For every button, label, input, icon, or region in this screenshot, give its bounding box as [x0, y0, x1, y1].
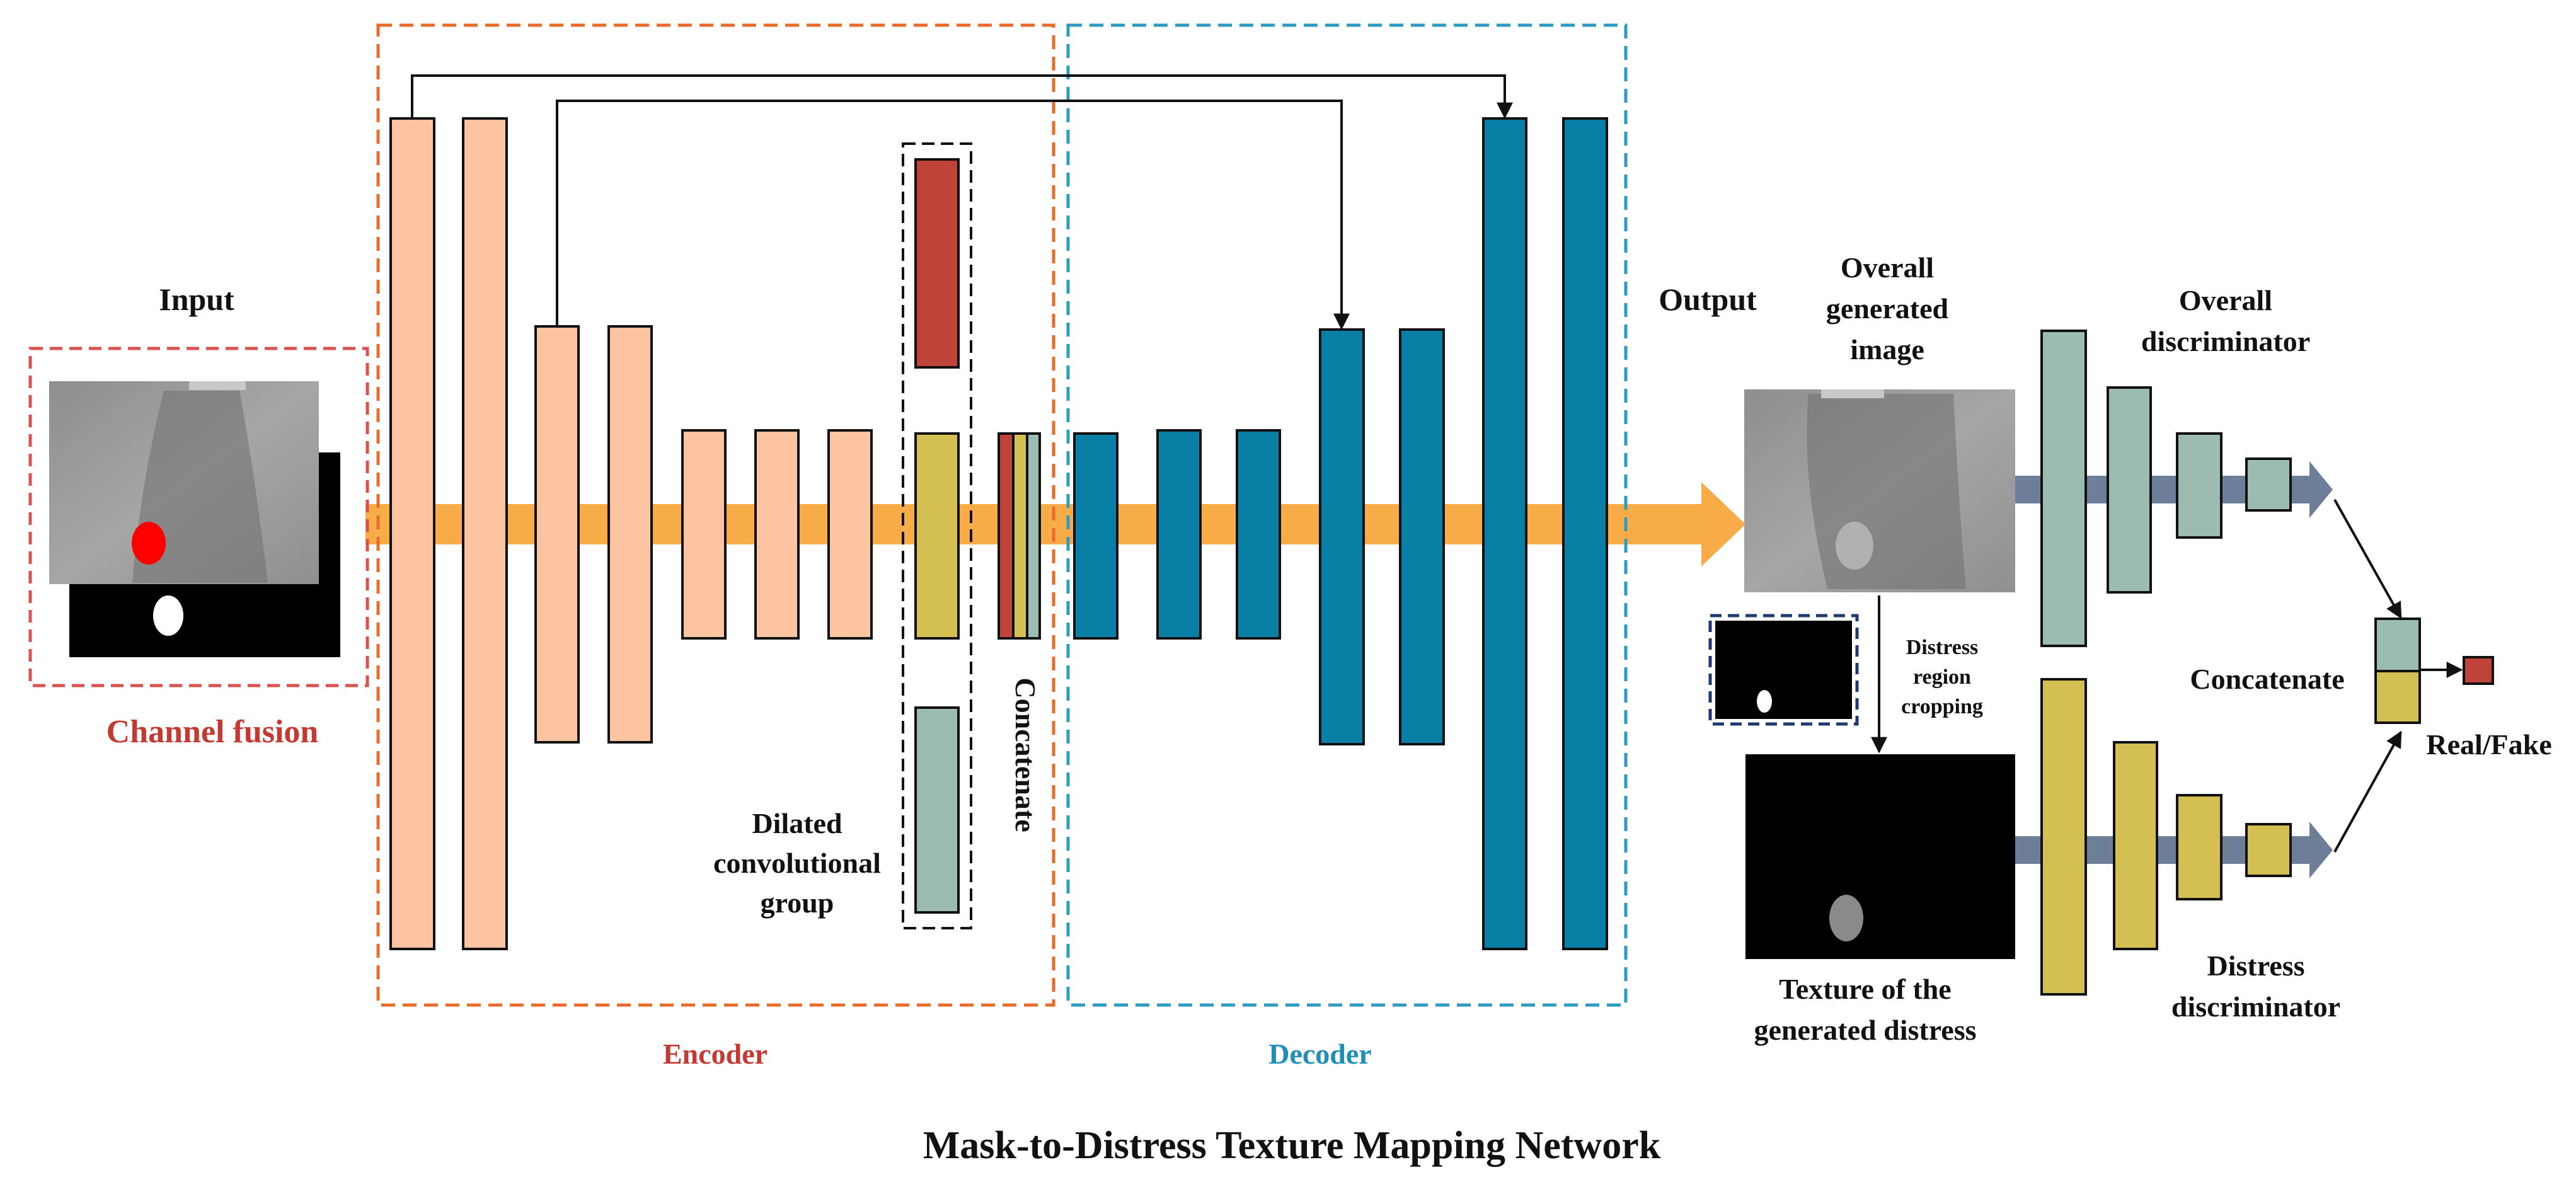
distress-crop-label-2: region — [1913, 665, 1971, 689]
output-image-distress — [1745, 754, 2015, 959]
final-concat-block — [2374, 618, 2421, 724]
output-label: Output — [1659, 282, 1757, 317]
decoder-box — [1066, 23, 1628, 1007]
input-label: Input — [159, 282, 234, 317]
real-fake-block — [2463, 656, 2494, 685]
distress-to-concat-arrow — [2333, 730, 2402, 853]
decoder-block — [1562, 117, 1608, 950]
texture-label-2: generated distress — [1754, 1014, 1976, 1046]
encoder-block — [754, 429, 800, 640]
encoder-box — [376, 23, 1055, 1007]
dilated-group-box — [902, 142, 972, 929]
dilated-group-label-3: group — [761, 887, 834, 919]
output-image-overall — [1744, 389, 2015, 592]
concatenate-label: Concatenate — [2190, 663, 2344, 695]
real-fake-label: Real/Fake — [2426, 728, 2551, 761]
distress-crop-label-1: Distress — [1906, 636, 1979, 659]
overall-generated-label-1: Overall — [1841, 251, 1934, 284]
encoder-block — [607, 325, 653, 744]
input-distress-blob — [132, 522, 166, 565]
encoder-label: Encoder — [663, 1038, 768, 1070]
dilated-block-yellow — [914, 432, 960, 640]
dilated-group-label-2: convolutional — [713, 847, 881, 879]
encoder-block — [681, 429, 727, 640]
decoder-label: Decoder — [1268, 1038, 1371, 1070]
overall-generated-label-2: generated — [1826, 292, 1949, 325]
encoder-block — [827, 429, 873, 640]
decoder-block — [1482, 117, 1527, 950]
distress-discriminator-label-2: discriminator — [2171, 991, 2340, 1023]
dilated-block-red — [914, 158, 960, 369]
distress-discriminator — [2015, 678, 2333, 996]
encoder-block — [534, 325, 580, 744]
mask-thumbnail — [1708, 614, 1859, 726]
decoder-block — [1319, 328, 1365, 745]
decoder-blocks — [1073, 117, 1608, 950]
decoder-block — [1156, 429, 1202, 640]
distress-crop-label-3: cropping — [1901, 695, 1983, 718]
decoder-block — [1073, 432, 1118, 640]
decoder-block — [1236, 429, 1281, 640]
input-image-stack — [28, 347, 369, 687]
overall-discriminator — [2015, 330, 2333, 647]
decoder-block — [1399, 328, 1445, 745]
encoder-block — [389, 117, 435, 950]
dilated-block-gray — [914, 706, 960, 914]
diagram-title: Mask-to-Distress Texture Mapping Network — [923, 1124, 1661, 1167]
skip-connection-outer — [411, 74, 1513, 119]
dilated-group-label-1: Dilated — [752, 807, 842, 839]
concat-stack — [998, 432, 1041, 640]
channel-fusion-box — [28, 347, 369, 687]
texture-label-1: Texture of the — [1779, 973, 1951, 1005]
concatenate-vertical-label: Concatenate — [1009, 677, 1042, 832]
overall-discriminator-label-2: discriminator — [2141, 325, 2310, 357]
overall-generated-label-3: image — [1850, 333, 1924, 365]
encoder-block — [462, 117, 508, 950]
channel-fusion-label: Channel fusion — [106, 714, 319, 750]
encoder-blocks — [389, 117, 873, 950]
overall-to-concat-arrow — [2333, 499, 2402, 619]
overall-discriminator-label-1: Overall — [2179, 284, 2272, 316]
distress-discriminator-label-1: Distress — [2207, 950, 2304, 982]
mask-blob — [153, 595, 183, 636]
skip-connection-inner — [556, 100, 1350, 330]
